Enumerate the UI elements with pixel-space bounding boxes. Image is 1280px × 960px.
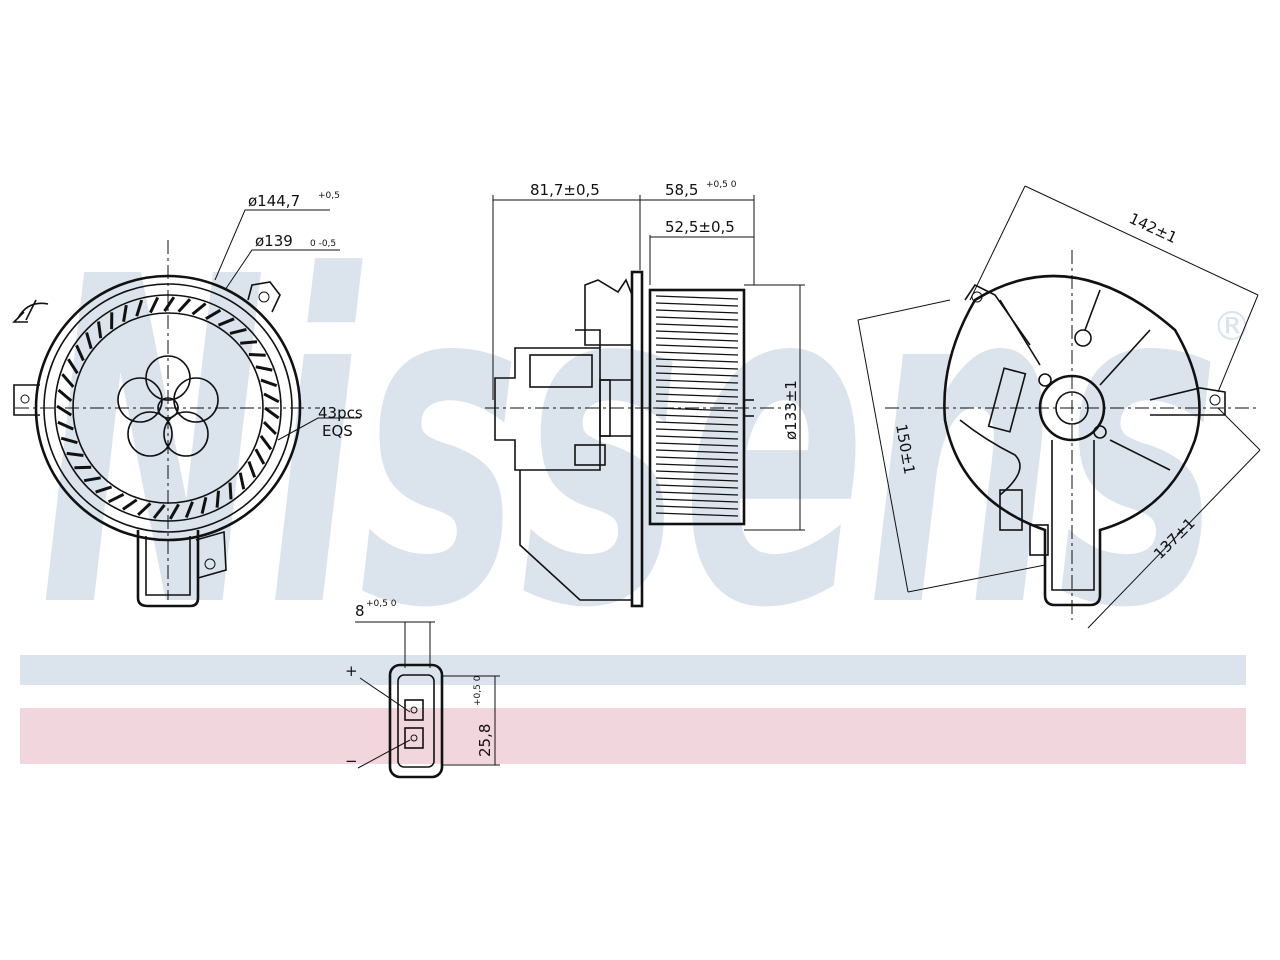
watermark-band-pink xyxy=(20,708,1246,764)
inner-diameter-label: ø139 xyxy=(255,232,293,250)
rear-view: 142±1 150±1 137±1 xyxy=(857,185,1261,629)
watermark-brand-text: Nissens xyxy=(40,183,1220,707)
fan-width-outer-tolerance: +0,5 0 xyxy=(706,180,737,190)
connector-height-label: 25,8 xyxy=(476,724,494,757)
registered-mark: ® xyxy=(1212,304,1252,350)
fan-width-inner-label: 52,5±0,5 xyxy=(665,218,735,236)
motor-length-label: 81,7±0,5 xyxy=(530,181,600,199)
outer-diameter-label: ø144,7 xyxy=(248,192,300,210)
blade-spacing-label: EQS xyxy=(322,422,353,440)
fan-blades xyxy=(56,296,280,520)
watermark: Nissens ® xyxy=(20,183,1252,764)
inner-diameter-tolerance: 0 -0,5 xyxy=(310,239,336,249)
fan-slats xyxy=(655,295,739,517)
connector-height-tolerance: +0,5 0 xyxy=(473,675,483,706)
plus-terminal-label: + xyxy=(345,662,358,680)
fan-diameter-label: ø133±1 xyxy=(782,380,800,440)
rotation-arrow-icon xyxy=(12,299,49,323)
outer-diameter-tolerance: +0,5 xyxy=(318,191,340,201)
fan-width-outer-label: 58,5 xyxy=(665,181,698,199)
front-view: ø144,7 +0,5 ø139 0 -0,5 43pcs EQS xyxy=(12,191,363,608)
side-view: 81,7±0,5 58,5 +0,5 0 52,5±0,5 ø133±1 xyxy=(485,180,805,608)
watermark-band-blue xyxy=(20,655,1246,685)
pin-width-label: 8 xyxy=(355,602,365,620)
connector-detail: 8 +0,5 0 25,8 +0,5 0 + − xyxy=(345,599,500,779)
blade-count-label: 43pcs xyxy=(318,404,363,422)
minus-terminal-label: − xyxy=(345,752,358,770)
pin-width-tolerance: +0,5 0 xyxy=(366,599,397,609)
hub-flower xyxy=(117,355,219,457)
